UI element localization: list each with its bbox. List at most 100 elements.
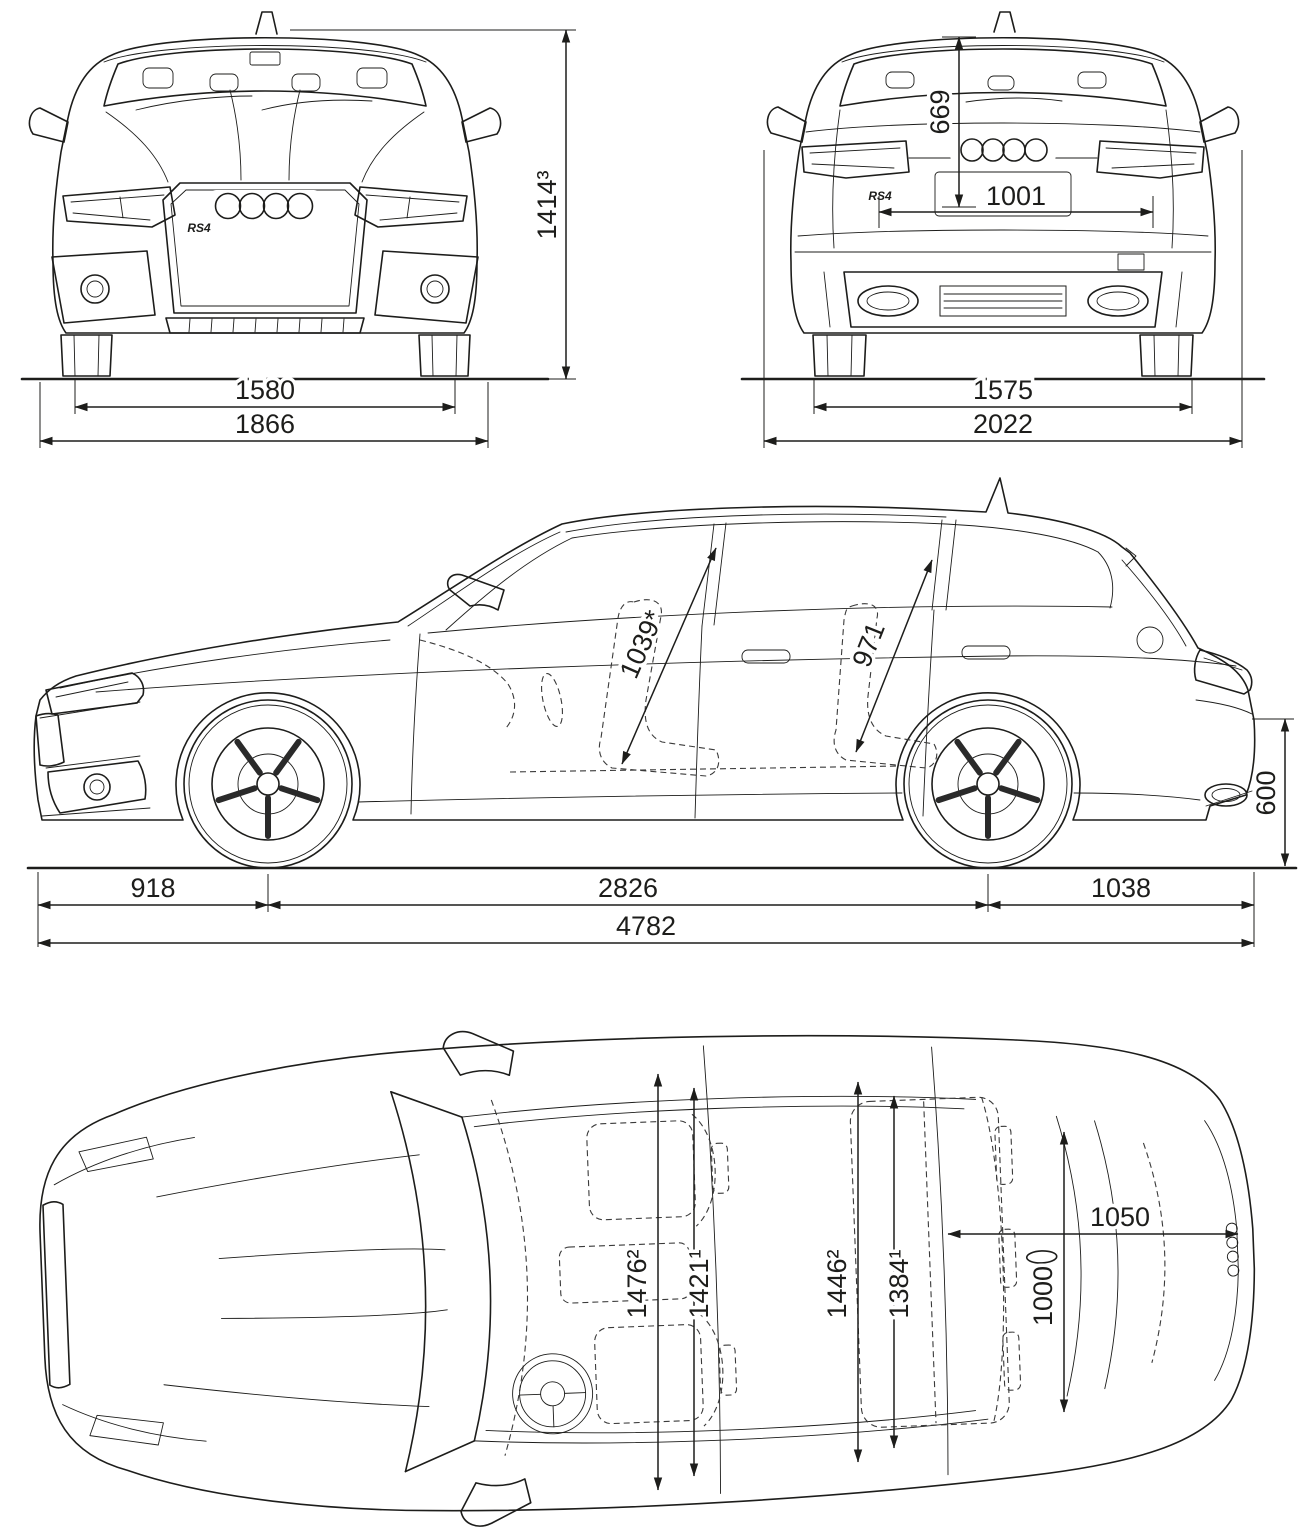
top-view-car — [39, 1030, 1256, 1527]
hood-creases — [105, 89, 425, 183]
dim-boot-inner-width: 1000 — [1025, 1131, 1069, 1413]
front-body-outline — [52, 36, 478, 334]
top-body-outline — [39, 1034, 1256, 1512]
dim-label: 2022 — [973, 409, 1033, 439]
front-intake-left — [51, 250, 156, 324]
bumper-creases — [794, 229, 1212, 253]
dim-boot-width-arches: 1050 — [947, 1199, 1239, 1239]
rear-wheels — [812, 334, 1194, 377]
fuel-door-icon — [1136, 626, 1164, 654]
side-mirror-left-icon — [28, 107, 69, 143]
rear-wheel — [903, 699, 1073, 869]
dim-front-overhang: 918 — [37, 870, 269, 947]
exhaust-right-icon — [1087, 285, 1149, 317]
dim-rear-interior-width-b: 1384¹ — [881, 1095, 918, 1449]
dim-label: 2826 — [598, 873, 658, 903]
exhaust-left-icon — [857, 285, 919, 317]
rear-body-outline — [790, 36, 1216, 334]
dim-rear-opening-height: 669 — [922, 36, 976, 208]
headlight-right — [354, 186, 468, 228]
tailgate-top — [1204, 1120, 1239, 1381]
audi-rings-icon — [950, 136, 1056, 164]
dim-label: 1384¹ — [884, 1249, 914, 1318]
dim-label: 1001 — [986, 181, 1046, 211]
dim-label: 669 — [925, 89, 955, 134]
dim-front-interior-width-b: 1421¹ — [681, 1087, 718, 1477]
rear-detail-lines — [1121, 547, 1253, 807]
rear-mirror-left-icon — [766, 106, 807, 143]
front-view: RS4 1414³ 1580 — [20, 11, 576, 448]
dim-front-height: 1414³ — [290, 29, 576, 380]
taillight-left — [801, 140, 910, 179]
grille-side — [35, 712, 65, 767]
rear-window — [839, 48, 1167, 107]
dim-label: 1446² — [822, 1249, 852, 1318]
side-view: 1039* 971 600 918 2826 1038 4782 — [26, 477, 1298, 948]
rear-view: RS4 669 1001 — [740, 11, 1266, 448]
dim-label: 1421¹ — [684, 1249, 714, 1318]
windshield-roof-lines — [407, 513, 947, 627]
rearview-mirror-icon — [249, 51, 281, 66]
front-grille — [162, 182, 368, 314]
dim-rear-sill-height: 600 — [1248, 718, 1294, 867]
dim-front-track: 1580 — [74, 372, 456, 414]
rear-headrests — [885, 71, 1107, 91]
top-view: 1476² 1421¹ 1446² 1384¹ 1000 1050 — [39, 1030, 1256, 1527]
roof-antenna-icon — [993, 11, 1016, 33]
front-wheels — [60, 334, 471, 377]
roof-antenna-icon — [255, 11, 278, 35]
dim-label: 918 — [130, 873, 175, 903]
front-headrests — [142, 67, 388, 92]
rear-mirror-right-icon — [1199, 106, 1240, 143]
dim-rear-overhang: 1038 — [987, 870, 1255, 947]
headlights-top — [78, 1136, 164, 1446]
character-line — [95, 655, 1237, 693]
headlight-side — [45, 672, 145, 715]
door-handle-front — [741, 649, 791, 664]
rear-roof-line — [841, 45, 1165, 63]
taillight-side — [1193, 649, 1253, 695]
dim-label: 1039* — [614, 606, 670, 683]
rs4-badge-front: RS4 — [187, 221, 211, 235]
door-handle-rear — [961, 645, 1011, 660]
interior-top-dashed — [490, 1096, 1022, 1456]
windshield-top — [390, 1091, 492, 1473]
exhaust-side-icon — [1204, 783, 1248, 807]
wiper-icons — [135, 95, 373, 111]
front-windshield — [103, 48, 427, 107]
sill-line — [357, 792, 1201, 803]
audi-rings-icon — [206, 190, 324, 222]
taillight-right — [1096, 140, 1205, 179]
rear-shoulder-line — [805, 122, 1201, 133]
front-lower-strip — [165, 317, 365, 334]
dim-label: 1580 — [235, 375, 295, 405]
rear-window-top — [1142, 1142, 1166, 1363]
dim-label: 1050 — [1090, 1202, 1150, 1232]
dim-label: 600 — [1251, 770, 1281, 815]
dim-front-interior-width-a: 1476² — [619, 1073, 663, 1491]
front-bumper-lines — [39, 701, 151, 817]
front-intake-side — [47, 760, 147, 814]
headlight-left — [62, 186, 176, 228]
steering-wheel-icon — [512, 1353, 594, 1435]
dim-label: 1414³ — [532, 170, 562, 239]
dim-label: 1038 — [1091, 873, 1151, 903]
dim-label: 4782 — [616, 911, 676, 941]
hood-seam — [59, 639, 391, 689]
rear-wiper-icon — [965, 97, 1063, 103]
dim-label: 1575 — [973, 375, 1033, 405]
tailgate-cuts — [832, 109, 1174, 249]
dim-rear-opening-width: 1001 — [878, 178, 1154, 228]
dim-label: 1866 — [235, 409, 295, 439]
grille-top — [42, 1201, 71, 1389]
side-mirror-right-icon — [461, 107, 502, 143]
bumper-module — [1117, 253, 1145, 271]
dim-rear-overall-width: 2022 — [763, 150, 1243, 448]
hood-creases-top — [156, 1154, 448, 1408]
dim-wheelbase: 2826 — [267, 870, 989, 912]
front-intake-right — [374, 250, 479, 324]
dim-label: 1000 — [1028, 1266, 1058, 1326]
dim-label: 971 — [846, 618, 890, 671]
